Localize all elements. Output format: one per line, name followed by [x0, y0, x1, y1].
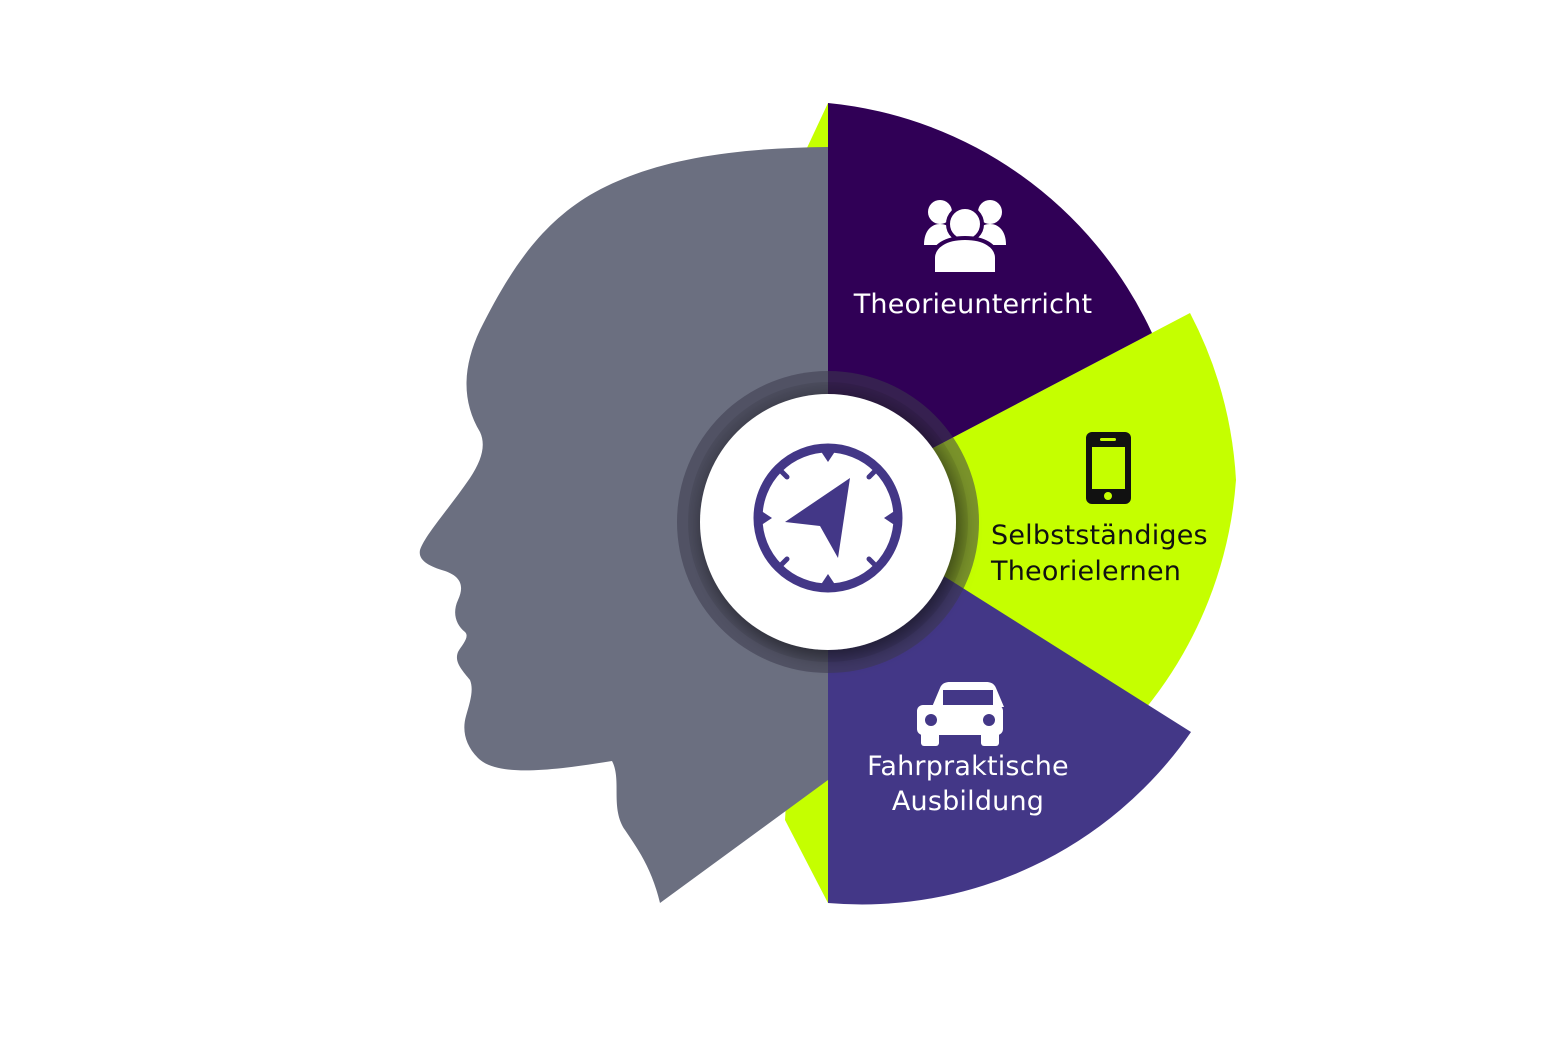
label-fahrpraktische-line1: Fahrpraktische: [867, 751, 1069, 782]
car-icon: [917, 682, 1004, 746]
label-selbststaendiges-line2: Theorielernen: [990, 556, 1181, 587]
compass-icon: [753, 443, 903, 593]
label-fahrpraktische-line2: Ausbildung: [892, 786, 1044, 817]
head-silhouette: [419, 147, 828, 903]
lime-top-sliver: [806, 103, 828, 160]
label-theorieunterricht: Theorieunterricht: [853, 289, 1093, 320]
smartphone-icon: [1086, 432, 1131, 504]
label-selbststaendiges-line1: Selbstständiges: [991, 520, 1208, 551]
selbststaendiges-segment: [828, 313, 1236, 708]
group-icon: [924, 200, 1006, 276]
